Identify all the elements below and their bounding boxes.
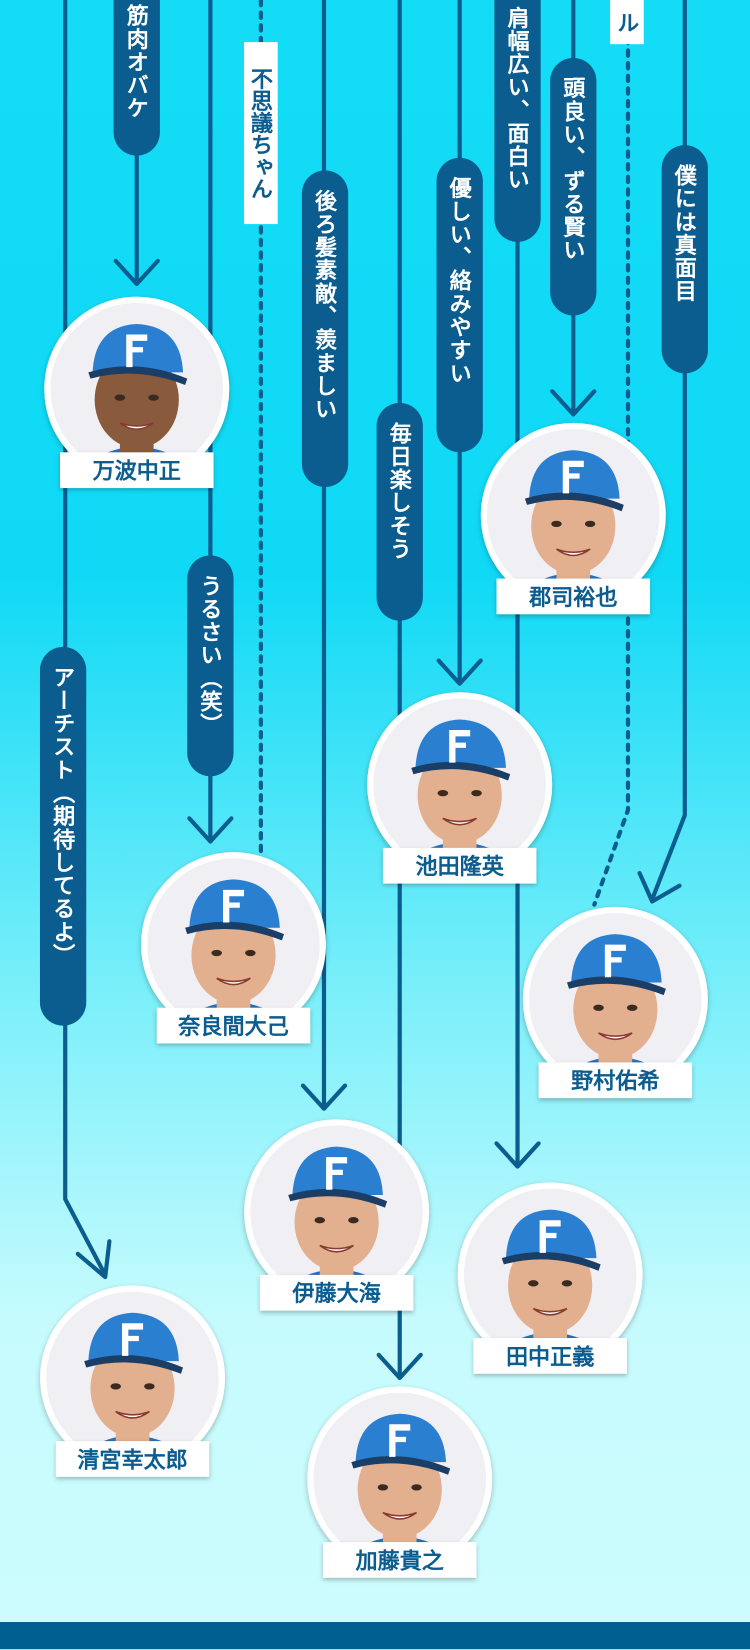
comment-fushigi: 不思議ちゃん xyxy=(244,42,278,225)
player-nomura: 野村佑希 xyxy=(522,906,708,1099)
player-name: 加藤貴之 xyxy=(322,1542,477,1578)
arrow-kiyomiya xyxy=(75,1239,112,1280)
player-portrait-icon xyxy=(463,1188,637,1362)
player-photo xyxy=(522,906,708,1092)
player-portrait-icon xyxy=(250,1125,423,1299)
comment-atama: 頭良い、ずる賢い xyxy=(550,57,597,316)
player-photo xyxy=(307,1386,493,1572)
player-portrait-icon xyxy=(46,1291,219,1465)
arrow-nomura xyxy=(637,870,682,904)
player-name: 郡司裕也 xyxy=(496,578,651,615)
player-portrait-icon xyxy=(147,858,320,1031)
arrow-tanaka xyxy=(494,1141,541,1169)
arrow-mannami xyxy=(113,258,160,287)
player-portrait-icon xyxy=(50,302,224,476)
line-artist xyxy=(63,0,108,1278)
arrow-gunji xyxy=(550,389,597,417)
comment-boku: 僕には真面目 xyxy=(661,145,708,374)
comment-ushirogami: 後ろ髪素敵、羨ましい xyxy=(301,170,349,488)
player-name: 万波中正 xyxy=(59,452,214,489)
player-name: 田中正義 xyxy=(473,1338,627,1374)
arrow-ikeda xyxy=(436,658,483,686)
arrow-ito xyxy=(300,1083,348,1111)
arrow-narama xyxy=(187,816,234,844)
comment-yasashii: 優しい、絡みやすい xyxy=(436,157,483,453)
player-kiyomiya: 清宮幸太郎 xyxy=(39,1285,226,1477)
player-photo xyxy=(39,1285,226,1471)
line-ru-dotted xyxy=(592,0,631,907)
comment-artist: アーチスト（期待してるよ） xyxy=(39,646,87,1026)
player-name: 清宮幸太郎 xyxy=(55,1441,210,1477)
player-tanaka: 田中正義 xyxy=(457,1182,643,1374)
player-portrait-icon xyxy=(313,1392,486,1566)
player-mannami: 万波中正 xyxy=(44,296,230,489)
player-photo xyxy=(140,852,327,1038)
comment-urusai: うるさい（笑） xyxy=(187,555,234,777)
comment-katahaba: 肩幅広い、面白い xyxy=(494,0,541,242)
player-name: 奈良間大己 xyxy=(156,1007,311,1044)
player-portrait-icon xyxy=(373,698,546,871)
player-ikeda: 池田隆英 xyxy=(367,692,553,884)
player-narama: 奈良間大己 xyxy=(140,852,327,1044)
player-photo xyxy=(457,1182,643,1368)
player-kato: 加藤貴之 xyxy=(307,1386,493,1578)
player-ito: 伊藤大海 xyxy=(244,1119,430,1311)
footer-bar xyxy=(0,1622,750,1650)
comment-kinniku: 筋肉オバケ xyxy=(113,0,160,156)
player-name: 伊藤大海 xyxy=(259,1274,414,1311)
player-name: 野村佑希 xyxy=(538,1062,693,1099)
player-name: 池田隆英 xyxy=(382,847,537,884)
comment-mainichi: 毎日楽しそう xyxy=(376,402,423,621)
player-portrait-icon xyxy=(487,429,660,602)
player-portrait-icon xyxy=(529,913,702,1086)
player-gunji: 郡司裕也 xyxy=(480,422,666,615)
comment-ru: ル xyxy=(610,0,644,45)
player-photo xyxy=(44,296,230,482)
arrow-kato xyxy=(376,1352,423,1381)
